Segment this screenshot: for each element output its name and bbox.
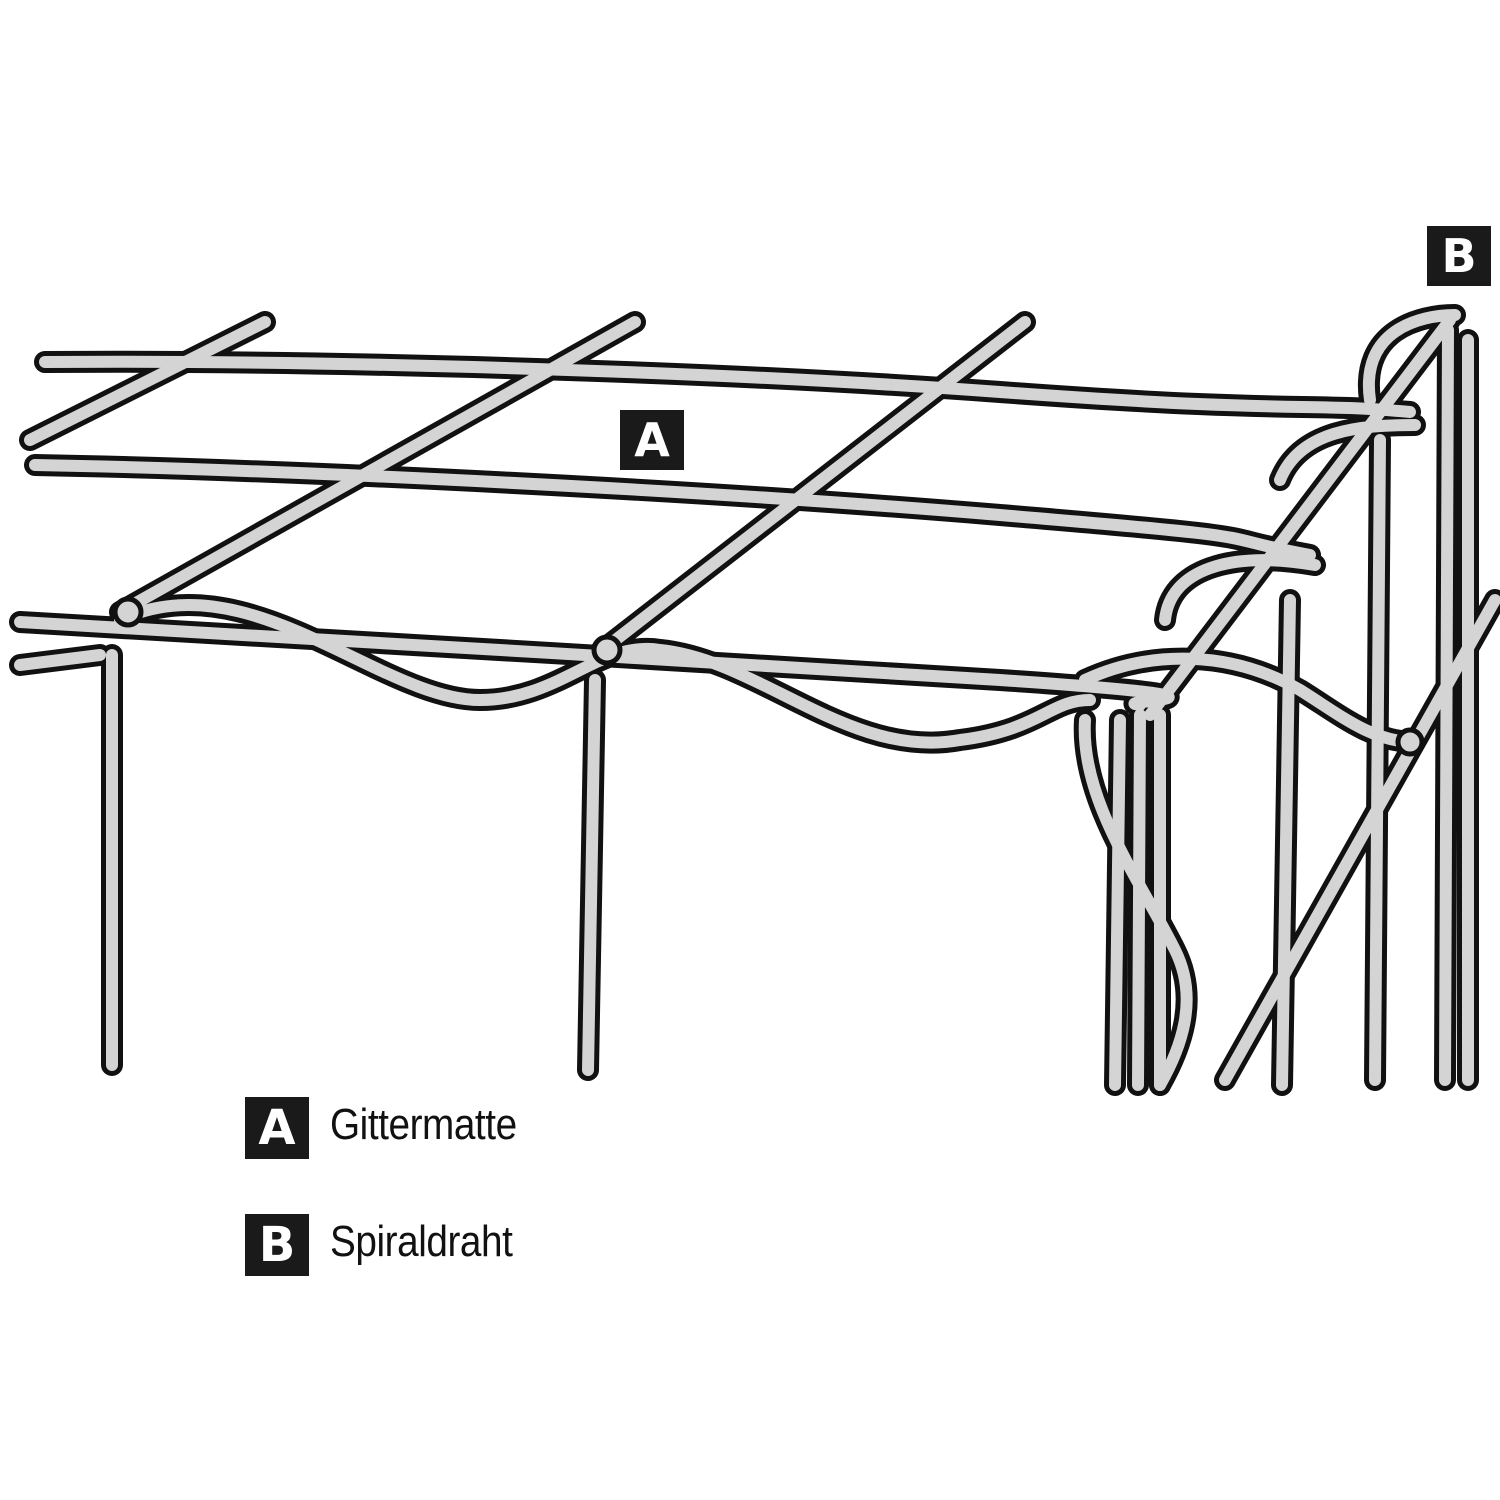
callout-a-grid-mat: A — [620, 410, 684, 470]
wire-fills — [14, 309, 1500, 1091]
legend-label-gittermatte: Gittermatte — [330, 1100, 517, 1149]
wire-outlines — [9, 304, 1500, 1096]
legend-letter-a: A — [258, 1100, 296, 1156]
callout-b-letter: B — [1441, 229, 1477, 283]
callout-a-letter: A — [634, 413, 670, 467]
legend-badge-b: B — [245, 1214, 309, 1276]
legend-letter-b: B — [258, 1217, 296, 1273]
wire-end-caps — [112, 596, 1425, 757]
legend-label-spiraldraht: Spiraldraht — [330, 1217, 513, 1266]
callout-b-spiral-wire: B — [1427, 226, 1491, 286]
legend-badge-a: A — [245, 1097, 309, 1159]
